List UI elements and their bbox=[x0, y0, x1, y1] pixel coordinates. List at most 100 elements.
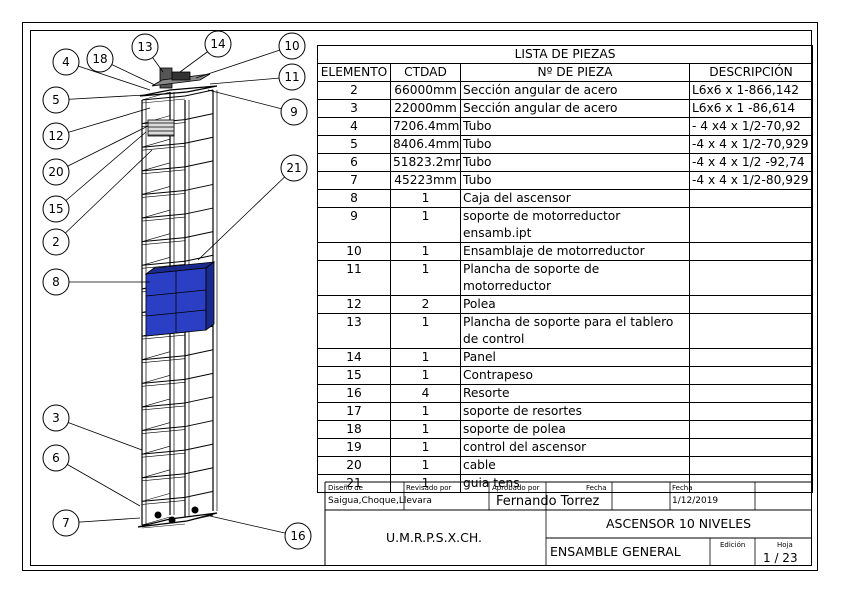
balloon-leader bbox=[195, 45, 293, 79]
frame-rung-front bbox=[141, 378, 186, 384]
header-description: DESCRIPCIÓN bbox=[688, 63, 814, 82]
design-label: Diseño de bbox=[328, 484, 363, 492]
cell-description: L6x6 x 1-866,142 bbox=[688, 81, 814, 100]
balloon-label: 6 bbox=[52, 451, 60, 465]
balloon-leader bbox=[209, 515, 299, 537]
cell-quantity: 1 bbox=[390, 474, 461, 493]
frame-rung-front bbox=[141, 449, 186, 455]
balloon bbox=[278, 63, 306, 91]
balloon-label: 7 bbox=[62, 516, 70, 530]
balloon bbox=[42, 122, 70, 150]
approved-label: Aprobado por bbox=[492, 484, 540, 492]
header-element: ELEMENTO bbox=[317, 63, 391, 82]
cell-description bbox=[688, 474, 814, 493]
cell-element: 15 bbox=[317, 366, 391, 385]
frame-rung-front-edge bbox=[141, 476, 186, 482]
header-quantity: CTDAD bbox=[390, 63, 461, 82]
date-label-1: Fecha bbox=[586, 484, 607, 492]
cell-element: 17 bbox=[317, 402, 391, 421]
frame-rung-front bbox=[141, 496, 186, 502]
frame-rung-front bbox=[141, 142, 186, 148]
balloon-label: 15 bbox=[48, 202, 63, 216]
frame-rung-front bbox=[141, 260, 186, 266]
balloon-label: 4 bbox=[62, 55, 70, 69]
frame-rung-side bbox=[184, 183, 214, 191]
cell-description bbox=[688, 260, 814, 296]
balloon-leader bbox=[55, 94, 146, 101]
balloon bbox=[42, 404, 70, 432]
cell-description: - 4 x4 x 1/2-70,92 bbox=[688, 117, 814, 136]
frame-rung-front-edge bbox=[141, 98, 186, 104]
frame-rung-front bbox=[141, 402, 186, 408]
frame-rung-front-edge bbox=[141, 169, 186, 175]
frame-rung-side bbox=[184, 254, 214, 262]
elevator-cabin bbox=[144, 261, 216, 337]
frame-rung-front-edge bbox=[141, 193, 186, 198]
balloon-leader bbox=[55, 125, 149, 173]
frame-rung-front-edge bbox=[141, 405, 186, 411]
frame-rung-front bbox=[141, 237, 186, 243]
drawing-title: ASCENSOR 10 NIVELES bbox=[606, 516, 752, 531]
frame-rung-front-edge bbox=[141, 500, 186, 505]
balloon-leader bbox=[197, 167, 295, 261]
balloon bbox=[131, 33, 159, 61]
balloon bbox=[86, 45, 114, 73]
cell-description: -4 x 4 x 1/2 -92,74 bbox=[688, 153, 814, 172]
frame-rung-front-edge bbox=[141, 263, 186, 269]
frame-rung-front-edge bbox=[141, 240, 186, 245]
cell-quantity: 45223mm bbox=[390, 171, 461, 190]
balloon-leader bbox=[55, 457, 141, 507]
frame-rung-back bbox=[141, 375, 171, 384]
balloon-label: 12 bbox=[48, 129, 63, 143]
spring-icon bbox=[154, 511, 162, 519]
balloon-label: 11 bbox=[284, 70, 299, 84]
balloon bbox=[42, 158, 70, 186]
frame-rung-front-edge bbox=[141, 145, 186, 151]
balloon bbox=[280, 98, 308, 126]
counterweight-icon bbox=[147, 119, 175, 137]
date-value: 1/12/2019 bbox=[672, 496, 719, 506]
balloon bbox=[42, 86, 70, 114]
cell-quantity: 22000mm bbox=[390, 99, 461, 118]
frame-rung-side bbox=[184, 89, 214, 97]
cell-element: 9 bbox=[317, 207, 391, 243]
balloon bbox=[52, 509, 80, 537]
balloon-leader bbox=[55, 149, 153, 243]
frame-rung-back bbox=[141, 445, 171, 455]
balloon-label: 13 bbox=[137, 40, 152, 54]
frame-rung-side bbox=[184, 490, 214, 498]
balloon-leader bbox=[207, 89, 295, 113]
edition-label: Edición bbox=[720, 541, 746, 549]
motor-assembly bbox=[147, 67, 211, 137]
frame-rung-front-edge bbox=[141, 382, 186, 387]
parts-list-table: LISTA DE PIEZAS ELEMENTO CTDAD Nº DE PIE… bbox=[316, 45, 814, 493]
frame-rung-back bbox=[141, 162, 171, 172]
design-value: Saigua,Choque,Llevara bbox=[328, 496, 432, 506]
balloon-label: 8 bbox=[52, 275, 60, 289]
spring-icon bbox=[191, 506, 199, 514]
frame-rung-front-edge bbox=[141, 216, 186, 222]
frame-rung-front-edge bbox=[141, 523, 186, 529]
cell-element: 21 bbox=[317, 474, 391, 493]
frame-rung-front bbox=[141, 355, 186, 361]
balloon-label: 2 bbox=[52, 235, 60, 249]
frame-rung-side bbox=[184, 113, 214, 121]
balloon-label: 10 bbox=[284, 39, 299, 53]
frame-rung-back bbox=[141, 422, 171, 431]
frame-rung-back bbox=[141, 256, 171, 266]
cell-part-number: Sección angular de acero bbox=[460, 99, 690, 118]
balloon-leader bbox=[55, 131, 147, 210]
frame-rung-front bbox=[141, 95, 186, 101]
balloon-leader bbox=[55, 417, 143, 451]
frame-rung-side bbox=[184, 443, 214, 451]
drawing-subtitle: ENSAMBLE GENERAL bbox=[550, 544, 681, 559]
balloon bbox=[278, 32, 306, 60]
